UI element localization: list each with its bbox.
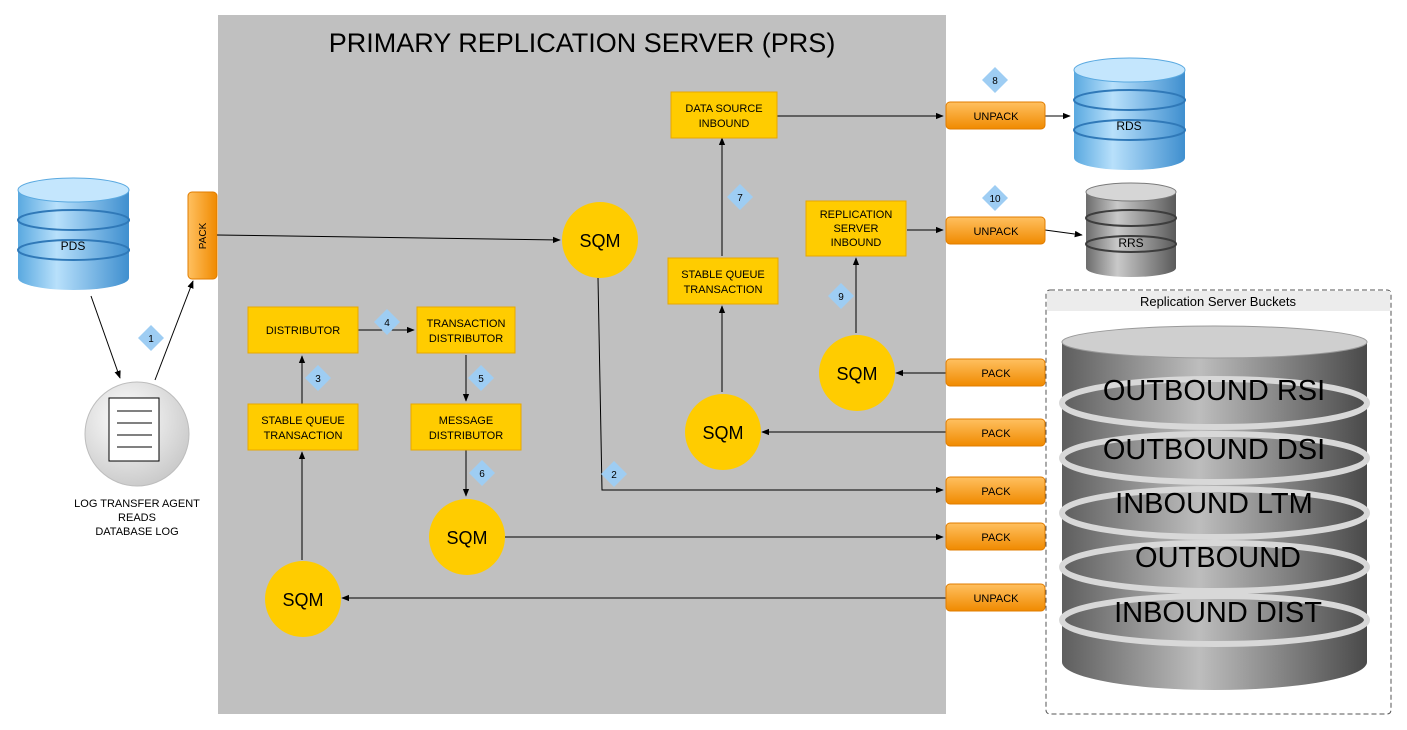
step-badge-7 [727,184,753,210]
step-2-label: 2 [611,470,617,481]
pack-bar-1-label: PACK [981,368,1011,380]
step-badge-10 [982,185,1008,211]
stable-queue-left-label-2: TRANSACTION [264,430,343,442]
log-agent-label-2: READS [118,512,156,524]
replication-server-inbound-label-1: REPLICATION [820,209,893,221]
pack-bar-2-label: PACK [981,428,1011,440]
server-title: PRIMARY REPLICATION SERVER (PRS) [329,28,836,58]
step-1-label: 1 [148,334,154,345]
pack-bar-4 [945,522,1046,551]
replication-server-inbound-label-2: SERVER [833,223,878,235]
step-badge-5 [468,365,494,391]
step-5-label: 5 [478,374,484,385]
sqm-bottom-left-label: SQM [282,590,323,610]
bucket-layer-5: INBOUND DIST [1114,597,1322,629]
pds-database-icon [17,177,130,290]
data-source-inbound-label-2: INBOUND [699,118,750,130]
rds-label: RDS [1116,119,1141,133]
step-6-label: 6 [479,469,485,480]
message-distributor-label-2: DISTRIBUTOR [429,430,503,442]
sqm-right-lower-label: SQM [702,423,743,443]
bucket-layer-1: OUTBOUND RSI [1103,375,1325,407]
step-badge-1 [138,325,164,351]
bucket-layer-3: INBOUND LTM [1115,488,1313,520]
step-8-label: 8 [992,76,998,87]
stable-queue-right-box [667,257,779,305]
unpack-rds-bar [945,101,1046,130]
sqm-center [562,202,638,278]
pack-bar-4-label: PACK [981,532,1011,544]
buckets-title: Replication Server Buckets [1140,294,1297,309]
transaction-distributor-box [416,306,516,354]
step-7-label: 7 [737,193,743,204]
distributor-box [247,306,359,354]
rrs-label: RRS [1118,236,1143,250]
unpack-rds-label: UNPACK [973,111,1019,123]
stable-queue-left-label-1: STABLE QUEUE [261,415,345,427]
step-badge-4 [374,309,400,335]
message-distributor-label-1: MESSAGE [439,415,493,427]
log-agent-label-3: DATABASE LOG [95,526,178,538]
sqm-right-lower [685,394,761,470]
step-3-label: 3 [315,374,321,385]
buckets-cylinder-icon [1059,325,1370,690]
unpack-bucket-label: UNPACK [973,593,1019,605]
sqm-right-upper-label: SQM [836,364,877,384]
step-badge-8 [982,67,1008,93]
stable-queue-left-box [247,403,359,451]
step-badge-6 [469,460,495,486]
replication-server-inbound-box [805,200,907,257]
bucket-layer-4: OUTBOUND [1135,542,1301,574]
step-badge-9 [828,283,854,309]
message-distributor-box [410,403,522,451]
unpack-rrs-label: UNPACK [973,226,1019,238]
unpack-rrs-bar [945,216,1046,245]
sqm-message [429,499,505,575]
transaction-distributor-label-2: DISTRIBUTOR [429,333,503,345]
pack-vertical-label: PACK [198,222,209,249]
step-badge-3 [305,365,331,391]
data-source-inbound-label-1: DATA SOURCE [685,103,762,115]
step-9-label: 9 [838,292,844,303]
stable-queue-right-label-2: TRANSACTION [684,284,763,296]
buckets-title-bar [1047,291,1390,311]
pack-bar-3-label: PACK [981,486,1011,498]
rrs-database-icon [1085,182,1177,277]
stable-queue-right-label-1: STABLE QUEUE [681,269,765,281]
pds-label: PDS [61,239,86,253]
sqm-center-label: SQM [579,231,620,251]
document-icon [84,381,190,487]
data-source-inbound-box [670,91,778,139]
unpack-bucket-bar [945,583,1046,612]
log-agent-label-1: LOG TRANSFER AGENT [74,498,200,510]
step-4-label: 4 [384,318,390,329]
step-10-label: 10 [989,194,1001,205]
rds-database-icon [1073,57,1186,170]
sqm-bottom-left [265,561,341,637]
step-badge-2 [601,461,627,487]
sqm-right-upper [819,335,895,411]
pack-bar-3 [945,476,1046,505]
replication-server-inbound-label-3: INBOUND [831,237,882,249]
transaction-distributor-label-1: TRANSACTION [427,318,506,330]
distributor-label: DISTRIBUTOR [266,325,340,337]
sqm-message-label: SQM [446,528,487,548]
pack-bar-2 [945,418,1046,447]
bucket-layer-2: OUTBOUND DSI [1103,434,1325,466]
pack-bar-1 [945,358,1046,387]
